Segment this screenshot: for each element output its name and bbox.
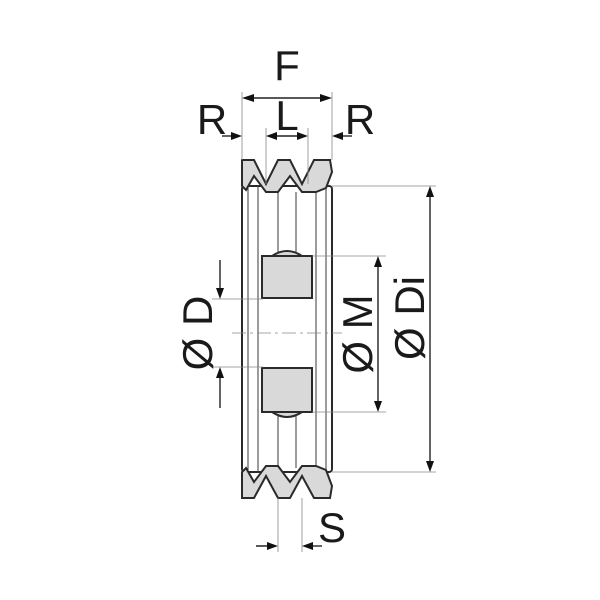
- hub-top-neck: [268, 250, 306, 257]
- top-grooves: [241, 159, 334, 193]
- label-R-left: R: [197, 96, 227, 143]
- label-diameter-Di: Ø Di: [386, 276, 433, 360]
- dimension-L: L: [266, 92, 308, 140]
- label-S: S: [318, 504, 346, 551]
- label-F: F: [274, 42, 300, 89]
- label-diameter-D: Ø D: [174, 296, 221, 371]
- dimension-Di: Ø Di: [386, 186, 434, 472]
- dimension-S: S: [256, 504, 346, 551]
- dimension-D: Ø D: [174, 260, 224, 408]
- extension-lines: [212, 92, 436, 552]
- hub-bottom: [261, 367, 313, 413]
- dimension-R-right: R: [332, 96, 375, 143]
- pulley-body: [232, 159, 342, 499]
- hub-bottom-neck: [268, 411, 306, 418]
- dimension-M: Ø M: [334, 256, 382, 412]
- dimension-F: F: [242, 42, 332, 102]
- label-diameter-M: Ø M: [334, 294, 381, 373]
- dimension-R-left: R: [197, 96, 242, 143]
- label-R-right: R: [345, 96, 375, 143]
- bottom-grooves: [241, 465, 334, 499]
- label-L: L: [275, 92, 298, 139]
- hub-top: [261, 255, 313, 299]
- rim-outline: [241, 185, 333, 473]
